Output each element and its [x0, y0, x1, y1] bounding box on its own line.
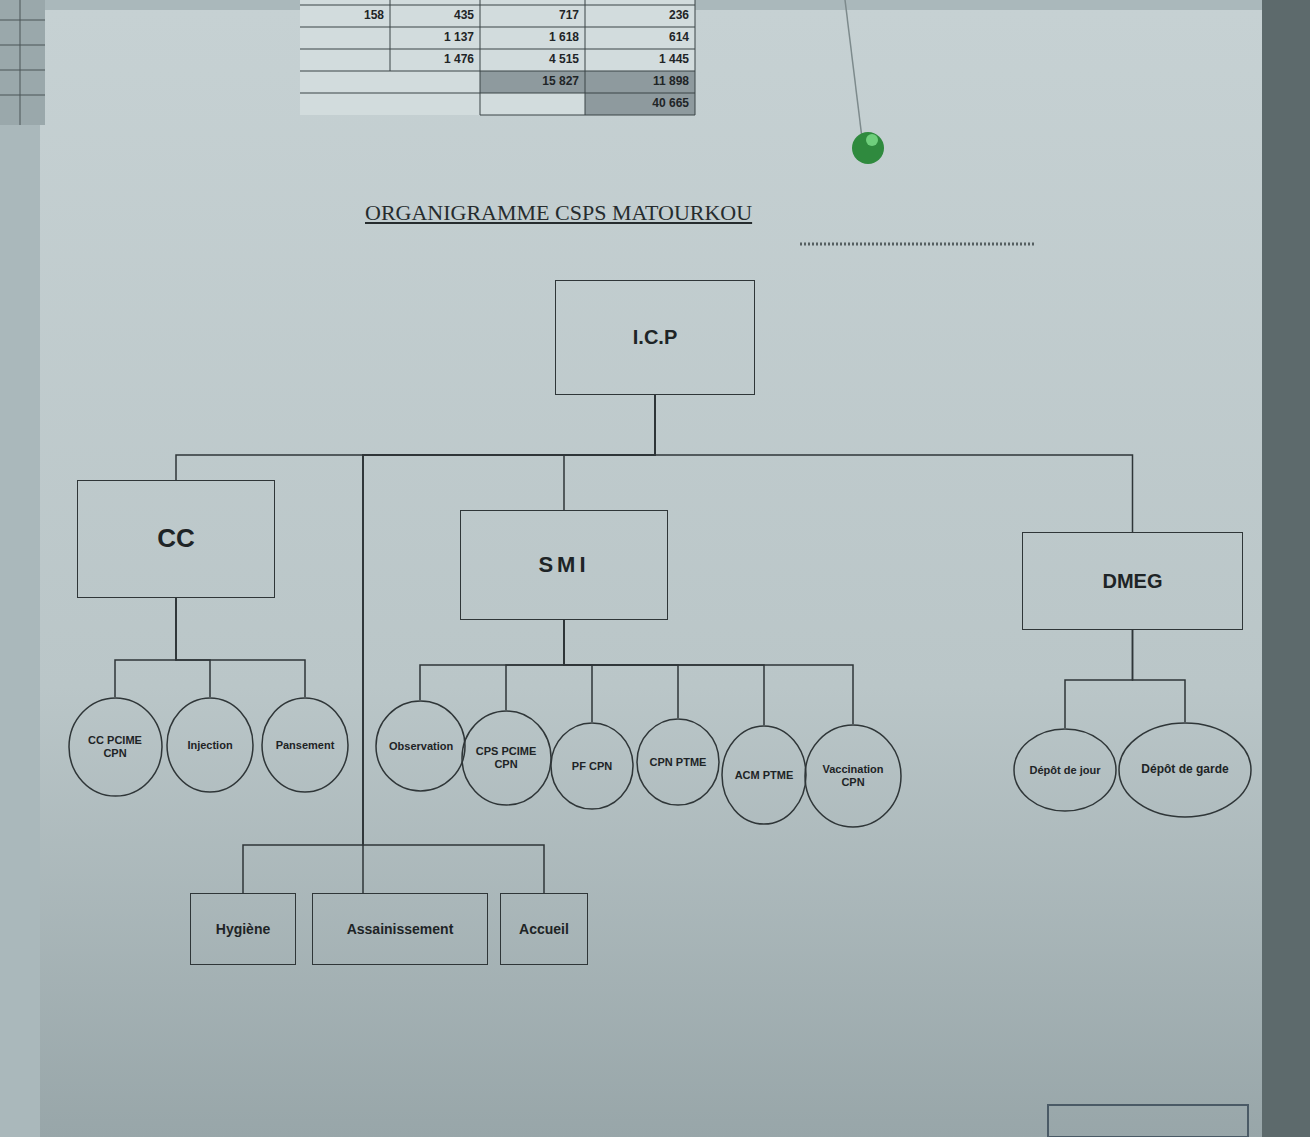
connector [506, 620, 564, 710]
table-cell: 11 898 [585, 74, 689, 88]
node-label: Pansement [276, 739, 335, 752]
pin-thread [845, 0, 862, 138]
unit-circle: Pansement [261, 697, 349, 793]
connector [176, 598, 210, 697]
node-label: CC PCIME CPN [83, 734, 148, 759]
chart-title: ORGANIGRAMME CSPS MATOURKOU [365, 200, 752, 226]
connector [243, 395, 655, 893]
support-box: Assainissement [312, 893, 488, 965]
table-fragment [300, 0, 695, 115]
circle-outline [551, 723, 633, 809]
table-cell: 1 618 [480, 30, 579, 44]
node-label: Observation [389, 740, 451, 753]
node-label: PF CPN [572, 760, 612, 773]
unit-circle: PF CPN [550, 722, 634, 810]
circle-outline [805, 725, 901, 827]
unit-circle: Injection [166, 697, 254, 793]
connector [655, 395, 1133, 532]
head-box: I.C.P [555, 280, 755, 395]
service-box: SMI [460, 510, 668, 620]
push-pin-shine [866, 134, 878, 146]
unit-circle: CPS PCIME CPN [461, 710, 552, 806]
circle-outline [637, 719, 719, 805]
connector [176, 395, 655, 480]
node-label: Vaccination CPN [820, 763, 887, 788]
connector [420, 620, 564, 700]
connector [115, 598, 176, 697]
table-cell: 1 476 [390, 52, 474, 66]
unit-circle: ACM PTME [721, 725, 807, 825]
service-box: CC [77, 480, 275, 598]
connector [176, 598, 305, 697]
circle-outline [262, 698, 348, 792]
circle-outline [722, 726, 806, 824]
connector [363, 395, 655, 893]
paper-sheet [40, 10, 1270, 1137]
connector [1065, 630, 1133, 728]
unit-circle: Vaccination CPN [804, 724, 902, 828]
table-cell: 1 445 [585, 52, 689, 66]
table-cell: 1 137 [390, 30, 474, 44]
node-label: I.C.P [633, 326, 677, 349]
node-label: Dépôt de jour [1030, 764, 1101, 777]
stamp-frame [1048, 1105, 1248, 1137]
connector [564, 620, 678, 718]
connector [564, 620, 764, 725]
node-label: Assainissement [347, 921, 454, 937]
circle-outline [462, 711, 551, 805]
support-box: Hygiène [190, 893, 296, 965]
support-box: Accueil [500, 893, 588, 965]
circle-outline [167, 698, 253, 792]
table-cell: 717 [480, 8, 579, 22]
connector [363, 395, 655, 893]
node-label: ACM PTME [735, 769, 794, 782]
unit-circle: Dépôt de jour [1013, 728, 1117, 812]
table-cell: 435 [390, 8, 474, 22]
node-label: Accueil [519, 921, 569, 937]
sheet-fragment [0, 0, 45, 125]
table-cell: 236 [585, 8, 689, 22]
connector [564, 620, 592, 722]
circle-outline [1014, 729, 1116, 811]
table-cell: 15 827 [480, 74, 579, 88]
circle-outline [1119, 723, 1251, 817]
node-label: Injection [187, 739, 232, 752]
connector [564, 620, 853, 724]
service-box: DMEG [1022, 532, 1243, 630]
node-label: SMI [538, 552, 589, 577]
node-label: CPN PTME [650, 756, 707, 769]
table-grid [300, 0, 695, 115]
node-label: CPS PCIME CPN [475, 745, 537, 770]
table-cell: 614 [585, 30, 689, 44]
table-cell: 158 [300, 8, 384, 22]
table-cell: 40 665 [585, 96, 689, 110]
table-shade [585, 93, 695, 115]
connector [1133, 630, 1186, 722]
unit-circle: Dépôt de garde [1118, 722, 1252, 818]
node-label: DMEG [1103, 570, 1163, 593]
node-label: Hygiène [216, 921, 270, 937]
push-pin [852, 132, 884, 164]
table-shade [480, 71, 695, 93]
sheet-fragment-grid [0, 0, 45, 125]
node-label: CC [157, 524, 195, 554]
unit-circle: CC PCIME CPN [68, 697, 163, 797]
title-dotted-line [800, 243, 1035, 246]
dark-edge [1262, 0, 1310, 1137]
node-label: Dépôt de garde [1141, 763, 1228, 777]
circle-outline [376, 701, 465, 791]
unit-circle: CPN PTME [636, 718, 720, 806]
connector [564, 395, 655, 510]
circle-outline [69, 698, 162, 796]
table-cell: 4 515 [480, 52, 579, 66]
unit-circle: Observation [375, 700, 466, 792]
